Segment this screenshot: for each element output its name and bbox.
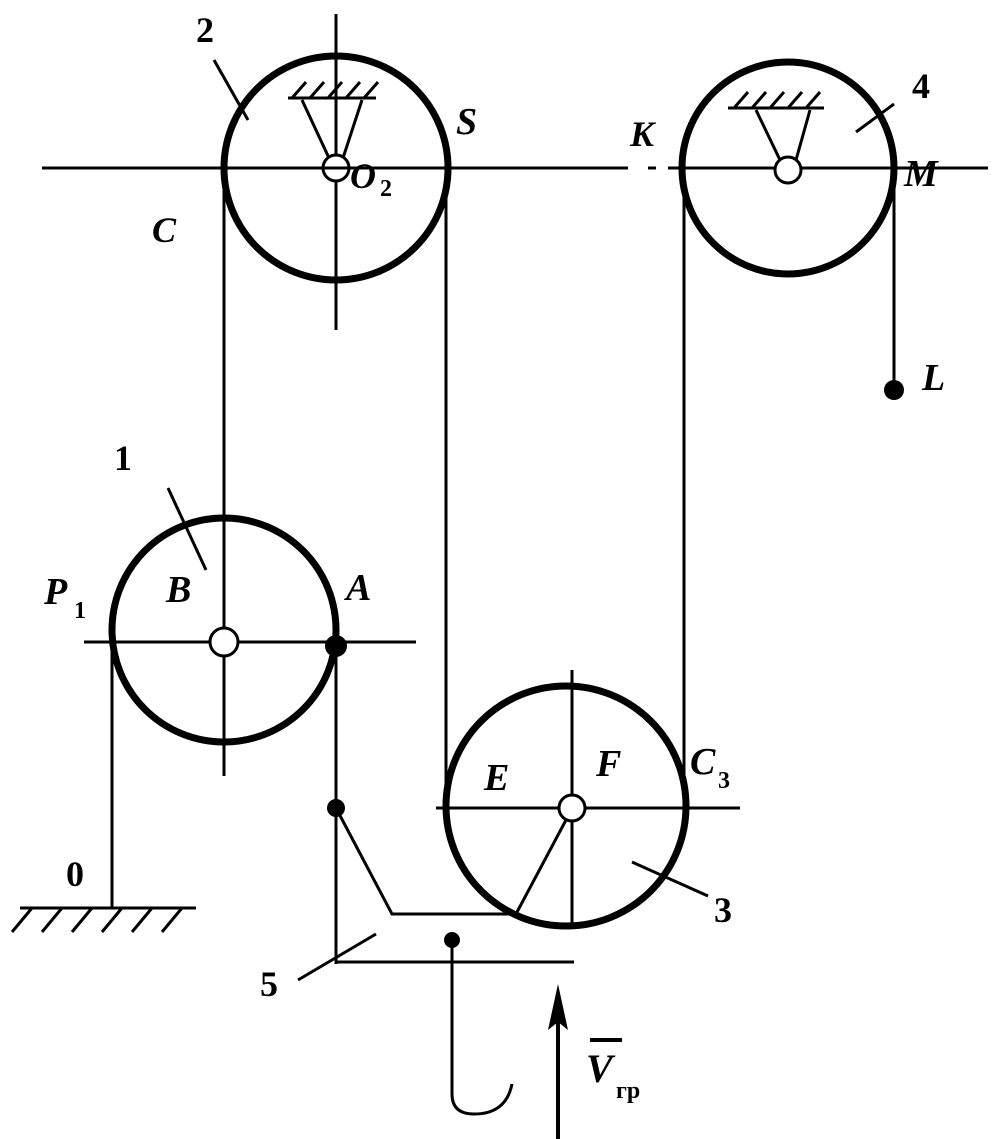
frame-5-leader-line [297,932,377,982]
pulley-4-hub [773,155,803,185]
pulley-3-hub [557,793,587,823]
pulley-1-hub [208,626,240,658]
label-f: F [595,743,621,785]
pulley-2-support-hatch [290,81,380,99]
pulley-1-rim [108,514,340,746]
pulley-2-bracket-left [300,99,331,159]
pulley-4-leader-line [855,102,895,134]
label-3: 3 [714,890,732,930]
label-c: C [152,210,177,250]
label-l: L [921,357,945,399]
hook [450,940,514,1116]
label-a: A [344,567,371,609]
pulley-2 [212,14,452,330]
label-2: 2 [196,10,214,50]
label-v-subscript: гр [616,1078,640,1104]
label-m: M [903,153,939,195]
pulley-1-leader-line [166,487,208,571]
label-e: E [483,757,509,799]
label-p: P [43,571,68,613]
pulley-3 [436,670,740,930]
velocity-arrow-head [548,984,568,1030]
label-c3: C [690,741,716,783]
label-k: K [629,114,657,154]
label-5: 5 [260,964,278,1004]
label-p-subscript: 1 [74,598,86,624]
pulley-4-bracket-right [794,109,812,161]
point-l-dot [884,380,904,400]
label-1: 1 [114,438,132,478]
pulley-4-bracket-left [754,109,782,161]
label-0: 0 [66,854,84,894]
label-c3-subscript: 3 [718,768,730,794]
ground-hatch [10,907,184,933]
label-b: B [165,569,191,611]
label-o-subscript: 2 [380,176,392,202]
pulley-1 [84,487,416,776]
label-s: S [456,101,477,143]
label-v: V [586,1046,616,1091]
pulley-2-leader-line [212,59,250,121]
pulley-4-support-hatch [732,91,822,109]
pulley-3-leader-line [631,860,709,898]
pulley-2-bracket-right [341,99,364,159]
linkage-rod [334,807,568,916]
label-o: O [350,156,376,196]
label-4: 4 [912,66,930,106]
pulley-3-rim [442,682,690,930]
